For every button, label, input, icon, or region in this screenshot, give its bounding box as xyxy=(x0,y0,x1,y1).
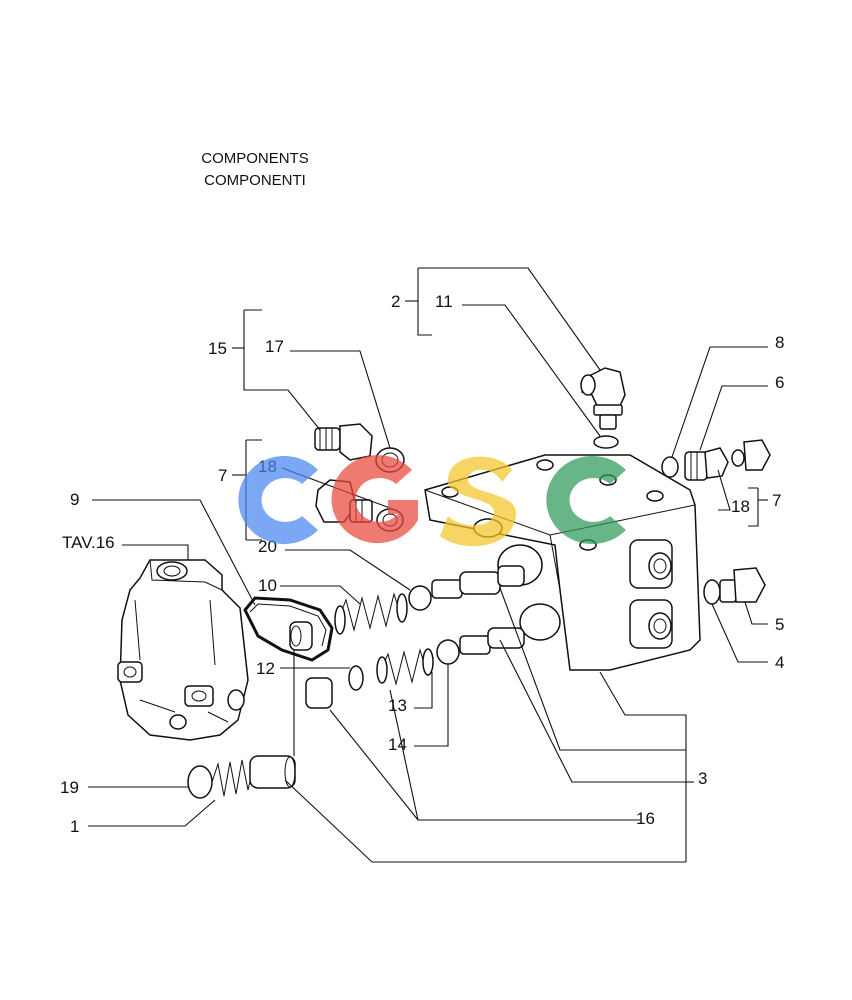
leader-lines xyxy=(88,267,768,863)
label-part-2: 2 xyxy=(391,292,400,311)
plug-right-lower xyxy=(703,567,766,605)
bushing-16 xyxy=(305,677,333,709)
label-part-14: 14 xyxy=(388,735,407,754)
elbow-fitting xyxy=(580,367,626,430)
label-part-1: 1 xyxy=(70,817,79,836)
label-tav16: TAV.16 xyxy=(62,533,115,552)
washer-11 xyxy=(593,435,619,449)
watermark-letter-g-red xyxy=(331,455,418,544)
label-part-7-left: 7 xyxy=(218,466,227,485)
label-part-4: 4 xyxy=(775,653,784,672)
label-part-13: 13 xyxy=(388,696,407,715)
title-english: COMPONENTS xyxy=(201,150,309,167)
label-part-5: 5 xyxy=(775,615,784,634)
label-part-12: 12 xyxy=(256,659,275,678)
plug-right xyxy=(661,439,771,481)
spool-upper xyxy=(408,565,525,611)
label-part-18-right: 18 xyxy=(731,497,750,516)
watermark-letter-s-yellow xyxy=(440,456,517,547)
label-part-19: 19 xyxy=(60,778,79,797)
watermark-letter-c-green xyxy=(546,456,626,545)
label-part-9: 9 xyxy=(70,490,79,509)
spring-10 xyxy=(334,592,408,635)
ring-16 xyxy=(348,665,364,691)
cover-housing xyxy=(117,559,249,741)
spring-13 xyxy=(376,648,434,686)
spool-lower xyxy=(436,627,525,665)
label-part-17: 17 xyxy=(265,337,284,356)
label-part-8: 8 xyxy=(775,333,784,352)
cgsc-watermark-logo xyxy=(238,455,626,547)
label-part-15: 15 xyxy=(208,339,227,358)
label-part-16: 16 xyxy=(636,809,655,828)
label-part-10: 10 xyxy=(258,576,277,595)
label-part-7-right: 7 xyxy=(772,491,781,510)
title-italian: COMPONENTI xyxy=(204,172,306,189)
gasket-9 xyxy=(243,596,334,662)
parts-drawing xyxy=(117,367,771,799)
label-part-11: 11 xyxy=(435,292,453,311)
label-part-3: 3 xyxy=(698,769,707,788)
label-part-6: 6 xyxy=(775,373,784,392)
piston-1 xyxy=(187,755,296,799)
watermark-letter-c-blue xyxy=(238,456,318,544)
